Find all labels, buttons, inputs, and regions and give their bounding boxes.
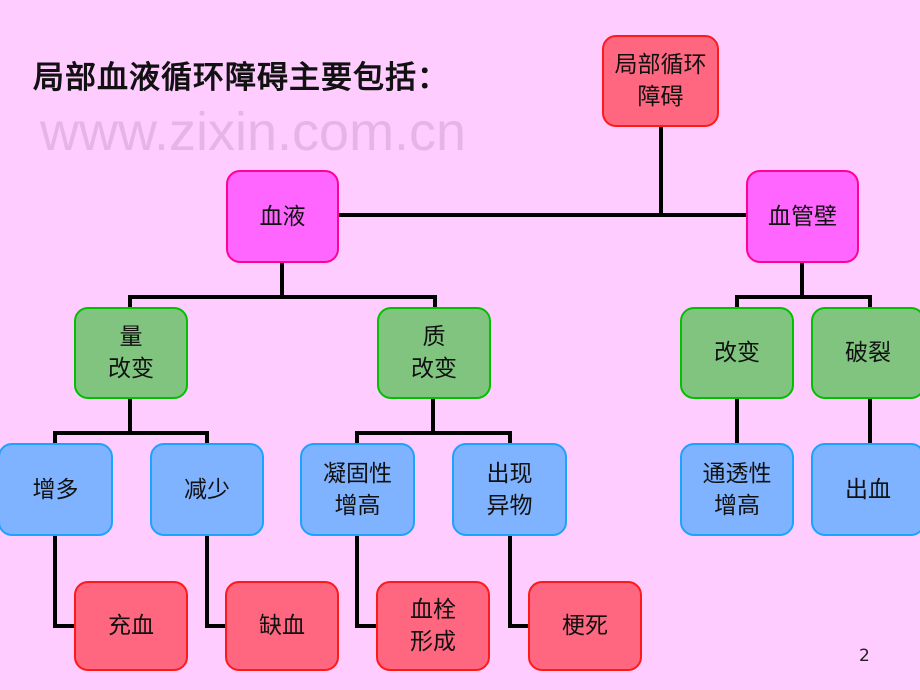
connector [868,295,872,307]
connector [53,535,57,628]
node-quantity-change: 量 改变 [74,307,188,399]
connector [868,398,872,443]
connector [431,398,435,433]
connector [205,535,209,628]
connector [355,431,512,435]
slide-title: 局部血液循环障碍主要包括： [33,60,449,96]
connector [355,431,359,443]
node-foreign-body: 出现 异物 [452,443,567,536]
watermark: www.zixin.com.cn [40,102,467,162]
connector [128,398,132,433]
node-quality-change: 质 改变 [377,307,491,399]
connector [338,213,746,217]
connector [280,262,284,299]
node-decrease: 减少 [150,443,264,536]
connector [800,262,804,299]
connector [128,295,437,299]
connector [735,398,739,443]
node-vessel-change: 改变 [680,307,794,399]
node-thrombosis: 血栓 形成 [376,581,490,671]
connector [53,431,57,443]
connector [508,624,529,628]
node-vessel-wall: 血管壁 [746,170,859,263]
node-infarction: 梗死 [528,581,642,671]
page-number: 2 [859,646,870,666]
node-rupture: 破裂 [811,307,920,399]
node-increase: 增多 [0,443,113,536]
node-permeability: 通透性 增高 [680,443,794,536]
node-blood: 血液 [226,170,339,263]
connector [53,624,75,628]
connector [508,535,512,628]
node-ischemia: 缺血 [225,581,339,671]
connector [735,295,739,307]
connector [508,431,512,443]
connector [433,295,437,307]
node-root: 局部循环 障碍 [602,35,719,127]
connector [205,431,209,443]
connector [355,624,377,628]
node-hyperemia: 充血 [74,581,188,671]
node-coagulation: 凝固性 增高 [300,443,415,536]
connector [205,624,226,628]
node-bleeding: 出血 [811,443,920,536]
connector [735,295,872,299]
connector [355,535,359,628]
connector [659,126,663,217]
connector [128,295,132,307]
connector [53,431,209,435]
